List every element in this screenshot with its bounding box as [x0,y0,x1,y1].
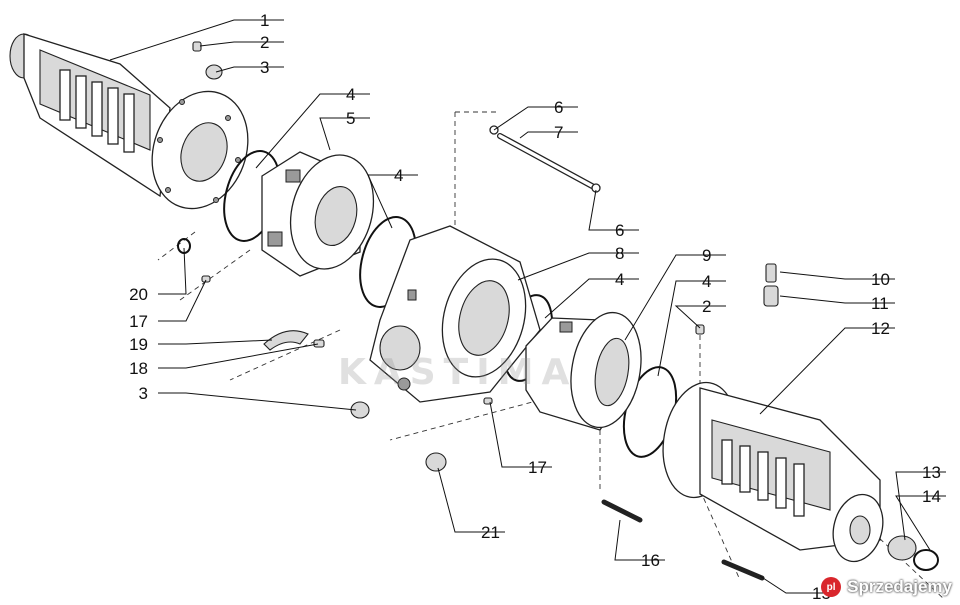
callout-number-18: 14 [922,487,941,506]
callout-leader-23 [158,343,319,369]
breather-fitting-10 [765,263,777,283]
callout-number-27: 21 [481,523,500,542]
bolt-part-15 [721,559,765,581]
callout-leader-20 [614,519,665,561]
callout-leader-2 [215,66,284,73]
callout-leader-12 [657,280,726,377]
callout-number-2: 3 [260,58,269,77]
callout-leader-3 [255,93,370,169]
callout-number-0: 1 [260,11,269,30]
sprzedajemy-logo-icon: pl [821,577,842,597]
callout-leader-25 [158,247,187,295]
callout-leader-8 [588,189,639,231]
right-axle-housing [662,381,884,563]
callout-leader-14 [779,271,895,280]
callout-leader-19 [759,575,836,594]
callout-leader-6 [493,106,578,131]
seal-part-14 [913,549,939,571]
callout-leader-17 [895,471,946,541]
callout-leader-5 [367,174,418,229]
callout-number-3: 4 [346,85,355,104]
callout-number-4: 5 [346,109,355,128]
sprzedajemy-brand-text: Sprzedajemy [847,577,952,596]
callout-leader-1 [199,41,284,47]
callout-number-26: 3 [139,384,148,403]
left-axle-housing [9,33,249,210]
left-brake-housing [261,151,375,277]
screw-part-17-left [201,275,211,283]
right-brake-housing [525,311,642,431]
callout-number-10: 4 [615,270,624,289]
callout-leader-24 [158,339,273,345]
callout-number-17: 13 [922,463,941,482]
bolt-part-16 [601,499,643,523]
callout-number-7: 7 [554,123,563,142]
sprzedajemy-badge[interactable]: pl Sprzedajemy [821,577,952,597]
watermark: KASTIMA [338,352,577,393]
housing-cooling-fins [59,69,135,153]
callout-number-15: 11 [871,294,889,313]
callout-number-5: 4 [394,166,403,185]
callout-number-1: 2 [260,33,269,52]
callout-leader-13 [674,305,726,329]
plug-part-3 [205,64,223,80]
shim-part-19 [263,330,309,351]
callout-leader-4 [319,117,370,151]
callout-leader-0 [109,19,284,61]
pin-with-rings [489,125,601,193]
callout-leader-22 [158,279,207,322]
callout-leader-16 [759,327,895,415]
callout-number-25: 20 [129,285,148,304]
callout-leader-18 [895,495,946,551]
callout-number-9: 8 [615,244,624,263]
callout-number-21: 17 [528,458,547,477]
bushing-part-13 [887,535,917,561]
right-housing-fins [721,439,805,517]
callout-number-20: 16 [641,551,660,570]
callout-number-24: 19 [129,335,148,354]
callout-leader-26 [158,392,357,411]
plug-part-2-right [695,324,705,335]
callout-leader-9 [517,252,639,281]
callout-number-22: 17 [129,312,148,331]
callout-number-12: 4 [702,272,711,291]
callout-leader-27 [437,467,505,533]
screw-part-17-right [483,397,493,405]
callout-number-13: 2 [702,297,711,316]
callout-number-23: 18 [129,359,148,378]
callout-number-11: 9 [702,246,711,265]
screw-part-18 [313,339,325,348]
callout-number-16: 12 [871,319,890,338]
callout-number-14: 10 [871,270,890,289]
callout-leader-10 [544,278,639,319]
plug-part-21 [425,452,447,472]
bolt-fitting-11 [763,285,779,307]
callout-leader-15 [779,295,895,304]
plug-part-2 [192,41,202,52]
callout-layer: 1234546768494210111213141516171718192032… [109,11,946,603]
callout-leader-7 [519,131,578,139]
callout-number-8: 6 [615,221,624,240]
central-differential-housing [369,225,541,403]
callout-leader-11 [624,254,726,341]
callout-leader-21 [489,401,552,468]
callout-number-6: 6 [554,98,563,117]
